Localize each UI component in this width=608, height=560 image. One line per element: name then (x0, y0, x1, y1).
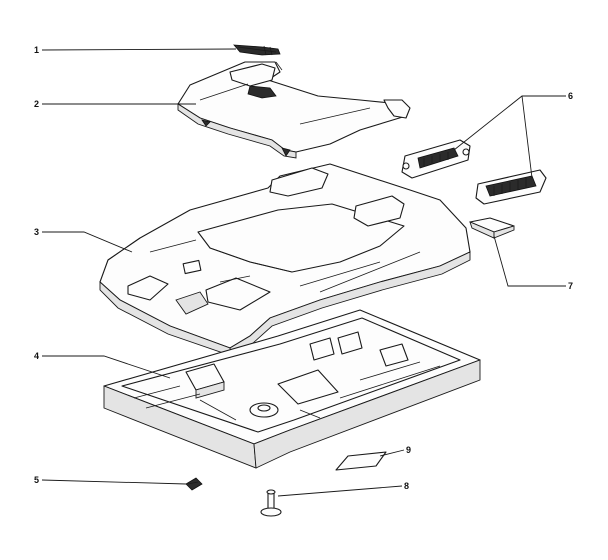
callout-5: 5 (34, 475, 39, 485)
callout-3: 3 (34, 227, 39, 237)
callout-1: 1 (34, 45, 39, 55)
part-4-base-tray (103, 309, 481, 469)
leader-9 (379, 449, 405, 457)
callout-8: 8 (404, 481, 409, 491)
leader-4 (42, 355, 171, 379)
leader-7 (493, 235, 566, 287)
leader-3 (42, 231, 133, 253)
callout-7: 7 (568, 281, 573, 291)
callout-9: 9 (406, 445, 411, 455)
part-6-connector (401, 139, 471, 179)
callout-2: 2 (34, 99, 39, 109)
part-8-foot (260, 489, 282, 517)
part-5-screw (185, 477, 203, 491)
part-2-top-cover (177, 61, 411, 159)
callout-labels: 1 2 3 4 5 6 7 8 9 (34, 45, 573, 491)
part-6-terminal-strip (475, 169, 547, 205)
callout-4: 4 (34, 351, 39, 361)
part-9-label (335, 451, 387, 471)
leader-8 (277, 485, 403, 497)
leader-lines (41, 48, 566, 497)
leader-5 (41, 479, 187, 485)
callout-6: 6 (568, 91, 573, 101)
leader-6 (453, 95, 566, 179)
part-1-clip (233, 44, 281, 56)
leader-1 (41, 48, 237, 51)
part-3-upper-housing (99, 163, 471, 357)
part-7-plate (469, 217, 515, 239)
